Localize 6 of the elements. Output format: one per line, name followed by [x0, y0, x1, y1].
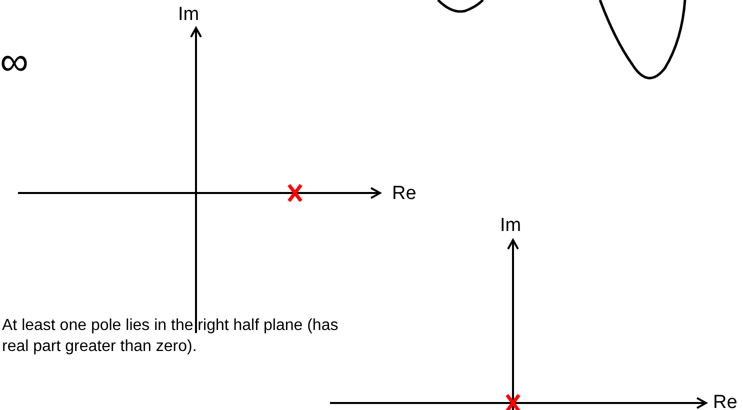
axis-label: Im: [178, 5, 200, 24]
note-text: At least one pole lies in the right half plane (has real part greater than zero).: [2, 316, 340, 357]
axis-label: Re: [713, 393, 738, 410]
axis-label: Re: [392, 184, 416, 203]
infinity-symbol: ∞: [0, 42, 29, 82]
axis-label: Im: [500, 216, 522, 235]
